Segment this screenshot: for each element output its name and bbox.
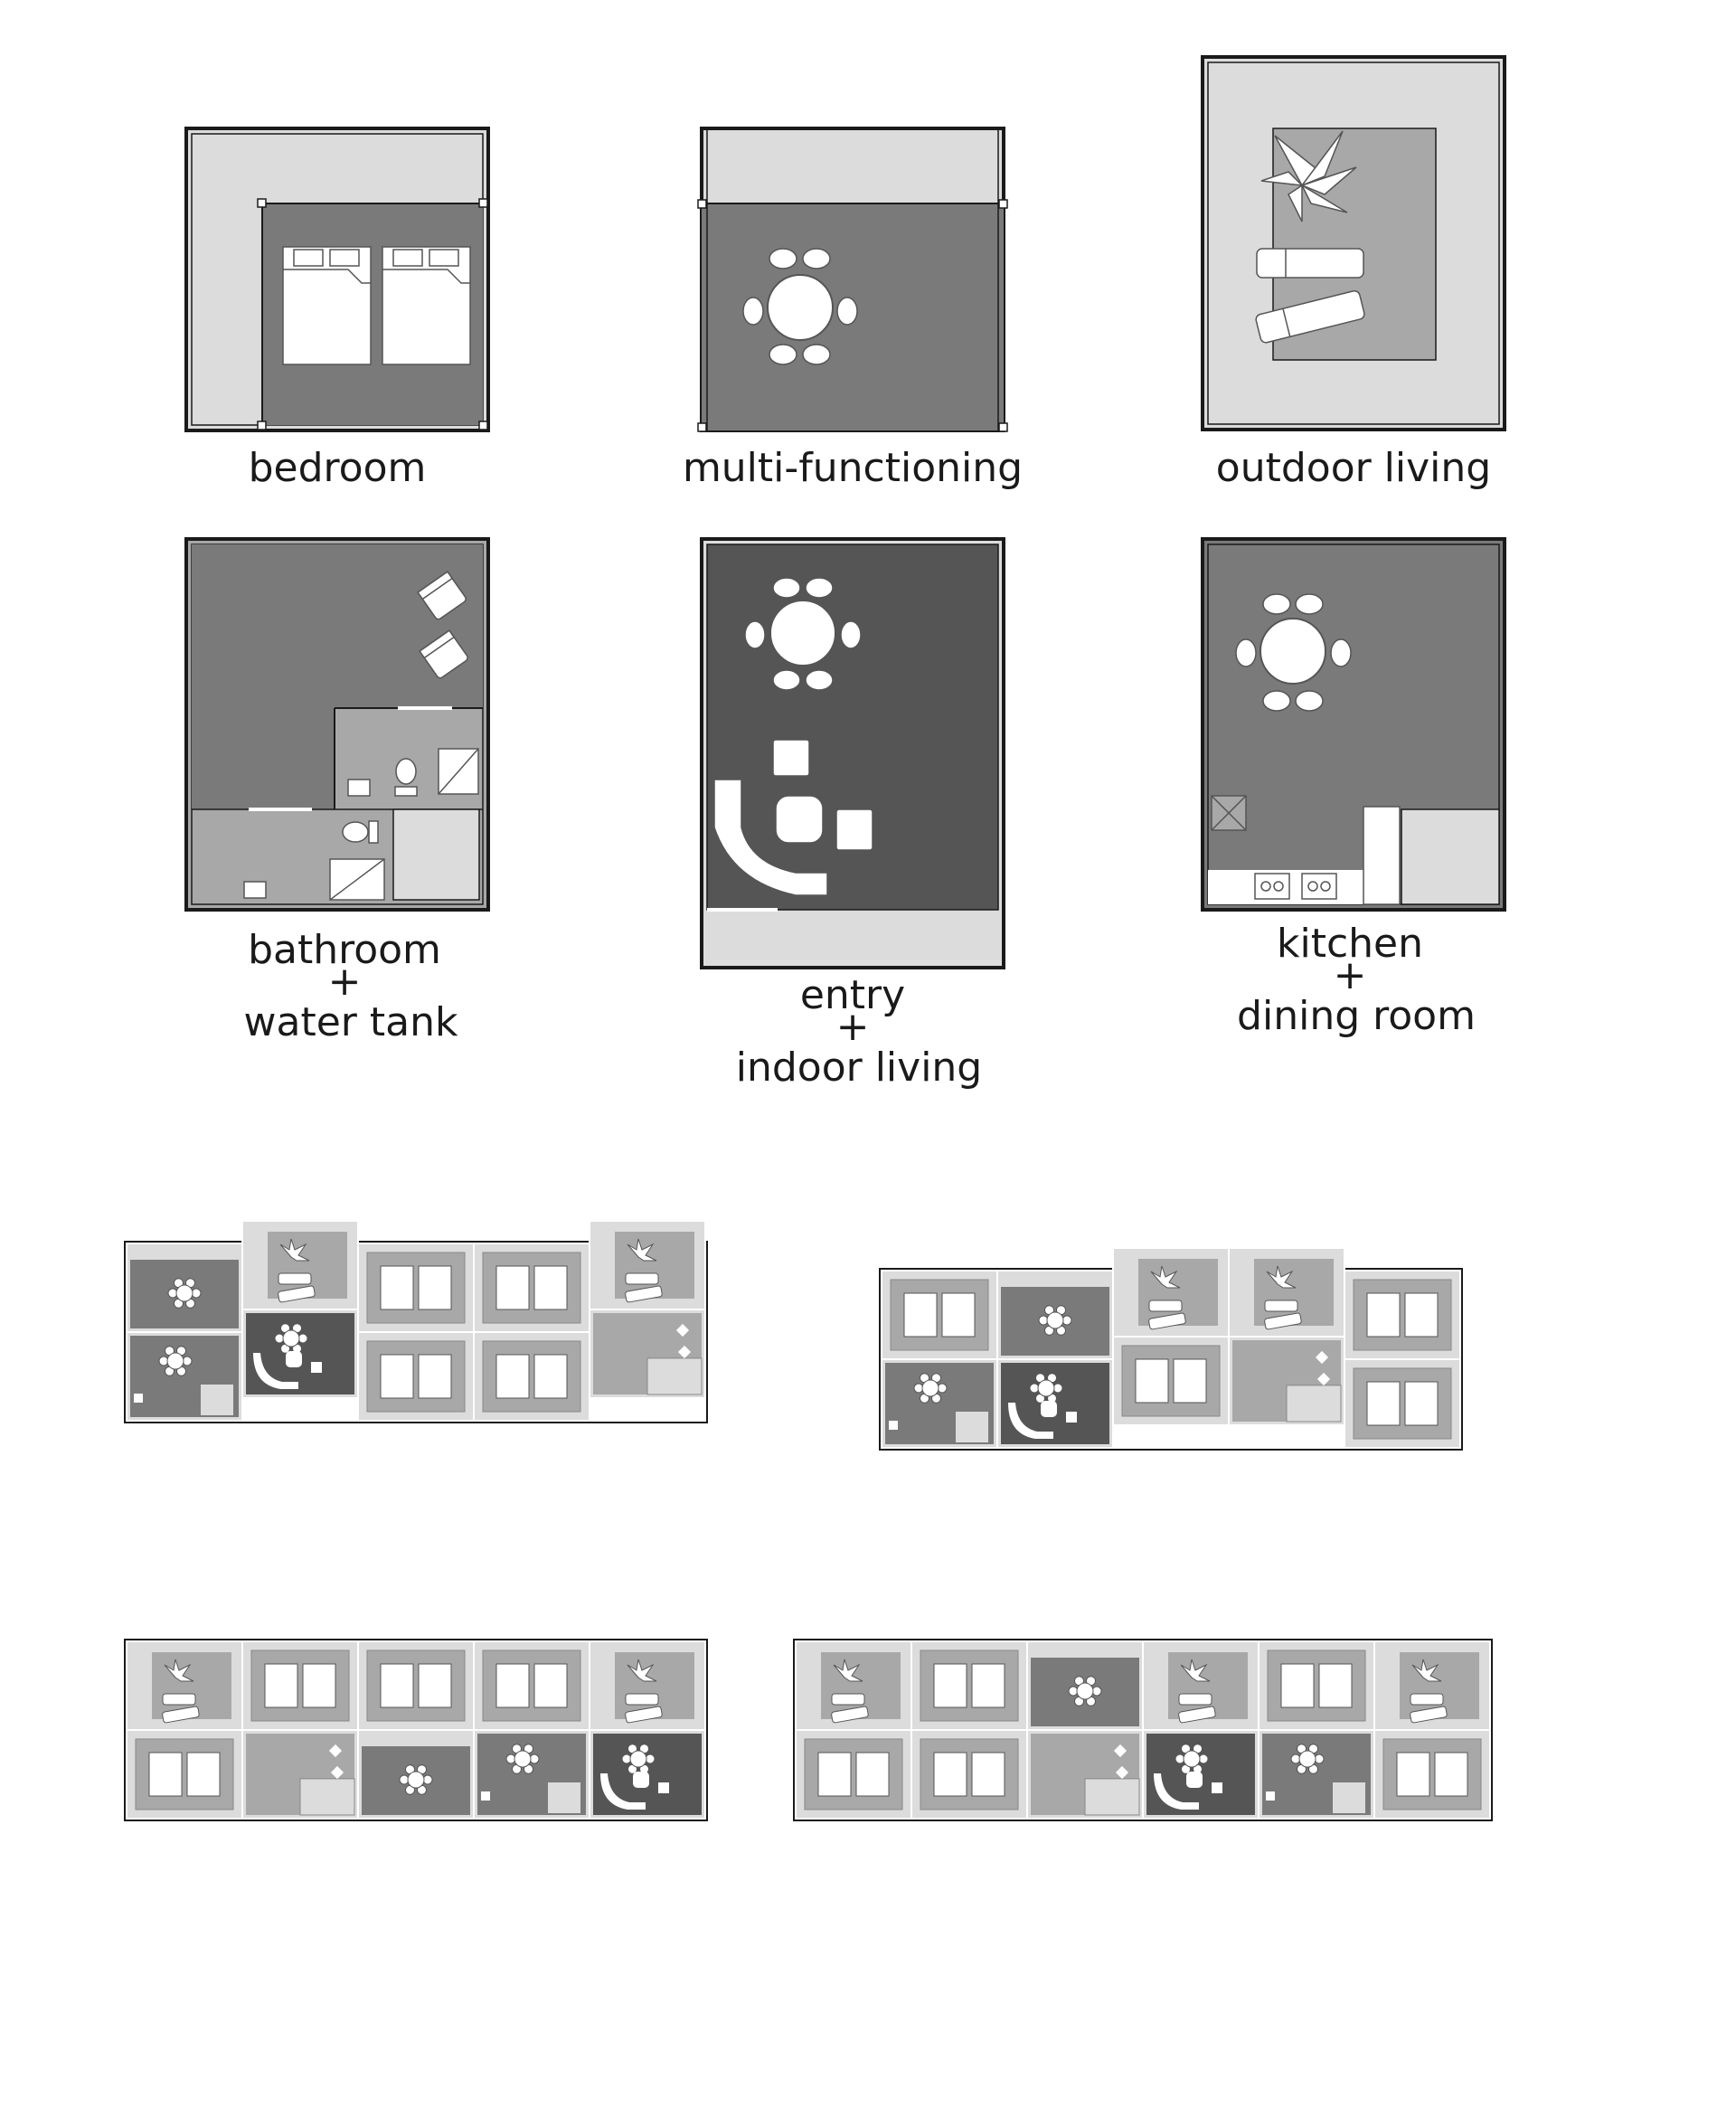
bathroom-module [184,537,490,912]
plan-cell-K [126,1331,243,1422]
plan-cell-O [589,1220,706,1310]
plan-cell-W [589,1309,706,1399]
plan-variant-4 [793,1639,1493,1821]
toilet-icon [342,758,418,844]
sofa-set-icon [713,739,873,896]
plan-cell-W [241,1729,359,1820]
plan-cell-B [1373,1729,1491,1820]
plan-cell-B [1258,1640,1375,1731]
plan-cell-M [1026,1640,1144,1731]
plan-cell-B [357,1640,475,1731]
bathroom-label: bathroom + water tank [244,927,458,1045]
plan-cell-B [881,1270,998,1360]
bedroom-module [184,127,490,432]
plan-cell-B [473,1331,590,1422]
plan-cell-K [1258,1729,1375,1820]
double-bed-icon [282,246,372,365]
plan-cell-B [357,1243,475,1333]
stove-icon [1254,873,1337,900]
round-table-icon [1235,593,1352,712]
plan-cell-O [1112,1247,1230,1338]
plan-cell-O [241,1220,359,1310]
shower-icon [329,748,479,901]
plan-cell-O [1373,1640,1491,1731]
plan-variant-3 [124,1639,708,1821]
plan-cell-M [126,1243,243,1333]
bedroom-label: bedroom [249,445,427,491]
plan-cell-B [473,1243,590,1333]
entry-label: entry + indoor living [736,972,983,1091]
plan-cell-W [1228,1336,1345,1426]
outdoor-living-module [1201,55,1506,431]
multi-functioning-label: multi-functioning [683,445,1023,491]
double-bed-icon [382,246,471,365]
plan-cell-E [1142,1729,1260,1820]
plan-variant-1 [124,1220,708,1423]
plan-cell-E [241,1309,359,1399]
lounge-chair-icon [1255,248,1365,344]
plan-cell-E [589,1729,706,1820]
plan-cell-M [357,1729,475,1820]
plan-cell-B [1344,1270,1461,1360]
plan-cell-B [1112,1336,1230,1426]
multi-functioning-module [697,127,1008,432]
plan-cell-K [881,1358,998,1449]
armchair-icon [417,571,468,679]
plan-variant-2 [879,1247,1463,1451]
plan-cell-B [910,1729,1028,1820]
plan-cell-B [126,1729,243,1820]
round-table-icon [742,248,858,365]
plan-cell-B [357,1331,475,1422]
plan-cell-O [795,1640,912,1731]
plan-cell-B [241,1640,359,1731]
plan-cell-O [1228,1247,1345,1338]
kitchen-module [1201,537,1506,912]
entry-module [700,537,1005,969]
plan-cell-B [910,1640,1028,1731]
outdoor-living-label: outdoor living [1216,445,1491,491]
plan-cell-O [126,1640,243,1731]
plan-cell-B [1344,1358,1461,1449]
plan-cell-O [589,1640,706,1731]
plan-variants [124,1220,1493,1821]
kitchen-label: kitchen + dining room [1237,921,1476,1039]
plant-icon [1260,130,1357,222]
plan-cell-K [473,1729,590,1820]
sink-icon [243,779,371,899]
plan-cell-O [1142,1640,1260,1731]
plan-cell-W [1026,1729,1144,1820]
plan-cell-B [795,1729,912,1820]
plan-cell-B [473,1640,590,1731]
plan-cell-M [996,1270,1114,1360]
round-table-icon [744,577,862,691]
plan-cell-E [996,1358,1114,1449]
